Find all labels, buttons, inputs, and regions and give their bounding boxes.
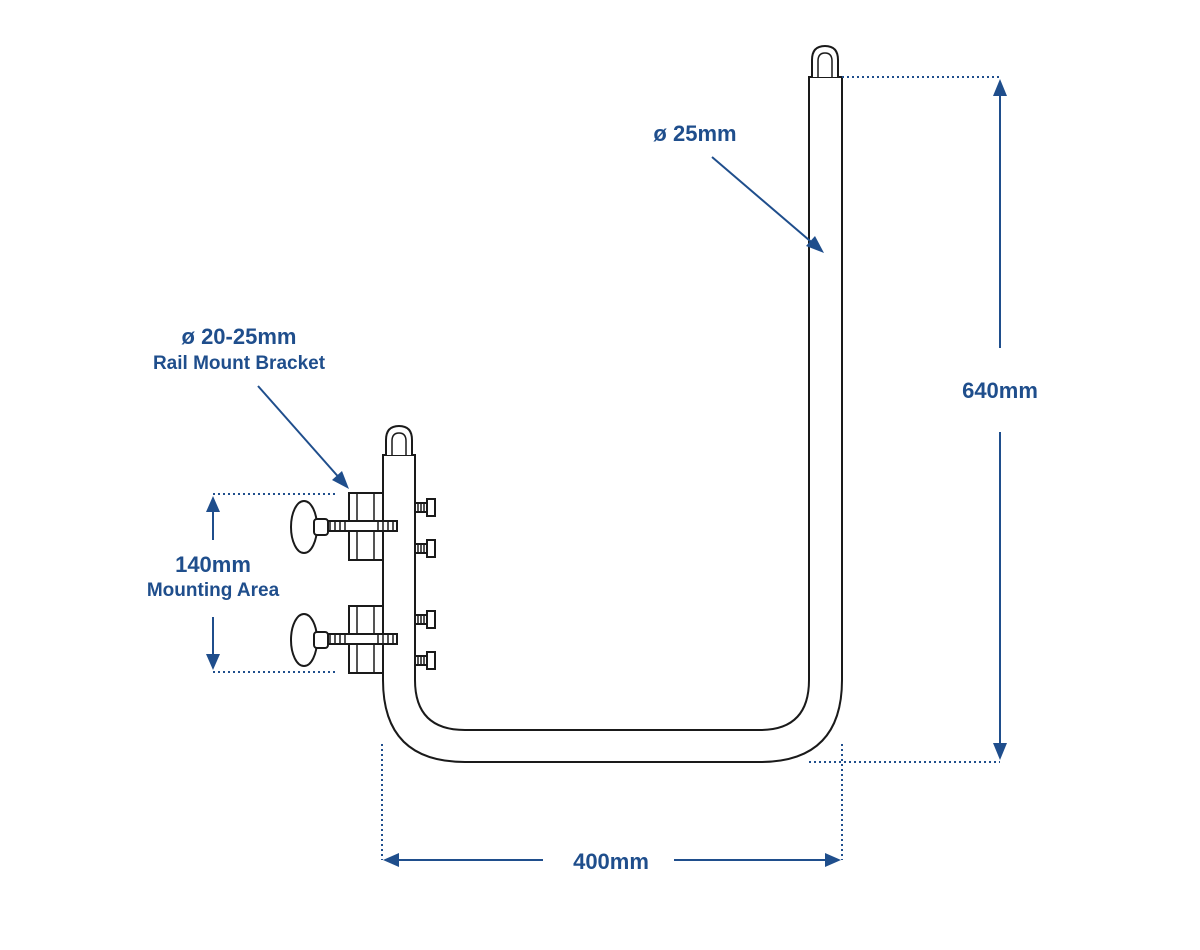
- tube-diameter-label: ø 25mm: [653, 121, 736, 146]
- bracket-leader: [257, 385, 349, 489]
- mounting-dim-label: 140mm: [175, 552, 251, 577]
- height-dimension: [809, 76, 1007, 763]
- bolt-3: [414, 610, 436, 629]
- hanger-tube: [382, 76, 843, 763]
- mounting-name-label: Mounting Area: [147, 580, 280, 601]
- clamp-upper: [290, 492, 398, 561]
- bolt-2: [414, 539, 436, 558]
- bracket-name-label: Rail Mount Bracket: [153, 353, 326, 374]
- width-label: 400mm: [573, 849, 649, 874]
- bracket-diameter-label: ø 20-25mm: [182, 324, 297, 349]
- bolts: [414, 498, 436, 670]
- bolt-1: [414, 498, 436, 517]
- tube-diameter-leader: [711, 156, 824, 253]
- top-hook-loop-left: [385, 424, 413, 455]
- height-label: 640mm: [962, 378, 1038, 403]
- clamp-lower: [290, 605, 398, 674]
- width-dimension: [381, 744, 843, 867]
- top-hook-loop-right: [811, 44, 839, 77]
- bolt-4: [414, 651, 436, 670]
- mounting-dimension: [206, 493, 335, 673]
